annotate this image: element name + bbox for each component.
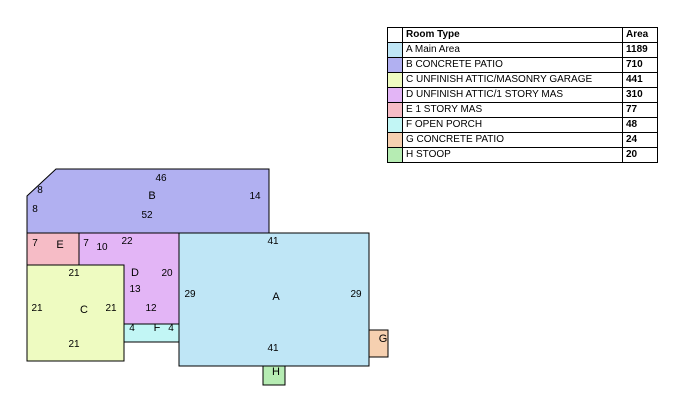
legend-header-swatch	[387, 27, 403, 43]
legend-header-row: Room Type Area	[387, 27, 658, 43]
legend-row: F OPEN PORCH 48	[387, 117, 658, 133]
dim-f-left: 4	[129, 323, 135, 334]
dim-b-top: 46	[155, 173, 167, 184]
dim-f-right: 4	[168, 323, 174, 334]
legend-room-label: E 1 STORY MAS	[402, 102, 623, 118]
dim-d-mid: 13	[129, 284, 141, 295]
dim-a-left: 29	[184, 289, 196, 300]
area-label-b: B	[148, 190, 155, 202]
area-label-e: E	[56, 239, 63, 251]
legend-row: E 1 STORY MAS 77	[387, 102, 658, 118]
legend-header-room-type: Room Type	[402, 27, 623, 43]
legend-swatch	[387, 42, 403, 58]
legend-swatch	[387, 117, 403, 133]
legend-room-label: H STOOP	[402, 147, 623, 163]
legend-room-area: 24	[622, 132, 658, 148]
legend-swatch	[387, 132, 403, 148]
legend-swatch	[387, 102, 403, 118]
legend-room-area: 1189	[622, 42, 658, 58]
legend-room-area: 441	[622, 72, 658, 88]
dim-c-bottom: 21	[68, 339, 80, 350]
dim-c-top: 21	[68, 268, 80, 279]
area-a-main-area	[178, 232, 370, 367]
legend-row: G CONCRETE PATIO 24	[387, 132, 658, 148]
dim-d-left: 10	[96, 242, 108, 253]
legend-header-area: Area	[622, 27, 658, 43]
area-g-concrete-patio	[368, 329, 389, 358]
dim-b-left-upper: 8	[37, 185, 43, 196]
room-type-legend: Room Type Area A Main Area 1189 B CONCRE…	[387, 27, 658, 163]
legend-row: A Main Area 1189	[387, 42, 658, 58]
dim-d-top: 22	[121, 236, 133, 247]
dim-e-left: 7	[32, 238, 38, 249]
dim-a-right: 29	[350, 289, 362, 300]
legend-swatch	[387, 87, 403, 103]
legend-room-area: 310	[622, 87, 658, 103]
legend-room-label: D UNFINISH ATTIC/1 STORY MAS	[402, 87, 623, 103]
area-label-h: H	[272, 366, 280, 378]
legend-room-label: A Main Area	[402, 42, 623, 58]
legend-room-area: 710	[622, 57, 658, 73]
dim-c-left: 21	[31, 303, 43, 314]
legend-row: C UNFINISH ATTIC/MASONRY GARAGE 441	[387, 72, 658, 88]
dim-b-right: 14	[249, 191, 261, 202]
legend-swatch	[387, 57, 403, 73]
legend-room-label: C UNFINISH ATTIC/MASONRY GARAGE	[402, 72, 623, 88]
area-label-d: D	[131, 267, 139, 279]
legend-room-area: 48	[622, 117, 658, 133]
area-c-unfinish-attic-garage	[26, 264, 125, 362]
legend-room-label: G CONCRETE PATIO	[402, 132, 623, 148]
dim-e-right: 7	[83, 238, 89, 249]
legend-swatch	[387, 147, 403, 163]
legend-room-label: F OPEN PORCH	[402, 117, 623, 133]
area-label-a: A	[272, 291, 280, 303]
area-label-g: G	[379, 333, 388, 345]
area-label-c: C	[80, 304, 88, 316]
legend-row: B CONCRETE PATIO 710	[387, 57, 658, 73]
legend-room-area: 77	[622, 102, 658, 118]
dim-b-left-lower: 8	[32, 204, 38, 215]
area-label-f: F	[154, 322, 161, 334]
dim-a-bottom: 41	[267, 343, 279, 354]
legend-swatch	[387, 72, 403, 88]
dim-c-right: 21	[105, 303, 117, 314]
legend-row: D UNFINISH ATTIC/1 STORY MAS 310	[387, 87, 658, 103]
legend-row: H STOOP 20	[387, 147, 658, 163]
area-h-stoop	[262, 365, 286, 386]
legend-room-label: B CONCRETE PATIO	[402, 57, 623, 73]
dim-b-bottom: 52	[141, 210, 153, 221]
dim-d-bottom: 12	[145, 303, 157, 314]
dim-d-right: 20	[161, 268, 173, 279]
dim-a-top: 41	[267, 236, 279, 247]
legend-room-area: 20	[622, 147, 658, 163]
